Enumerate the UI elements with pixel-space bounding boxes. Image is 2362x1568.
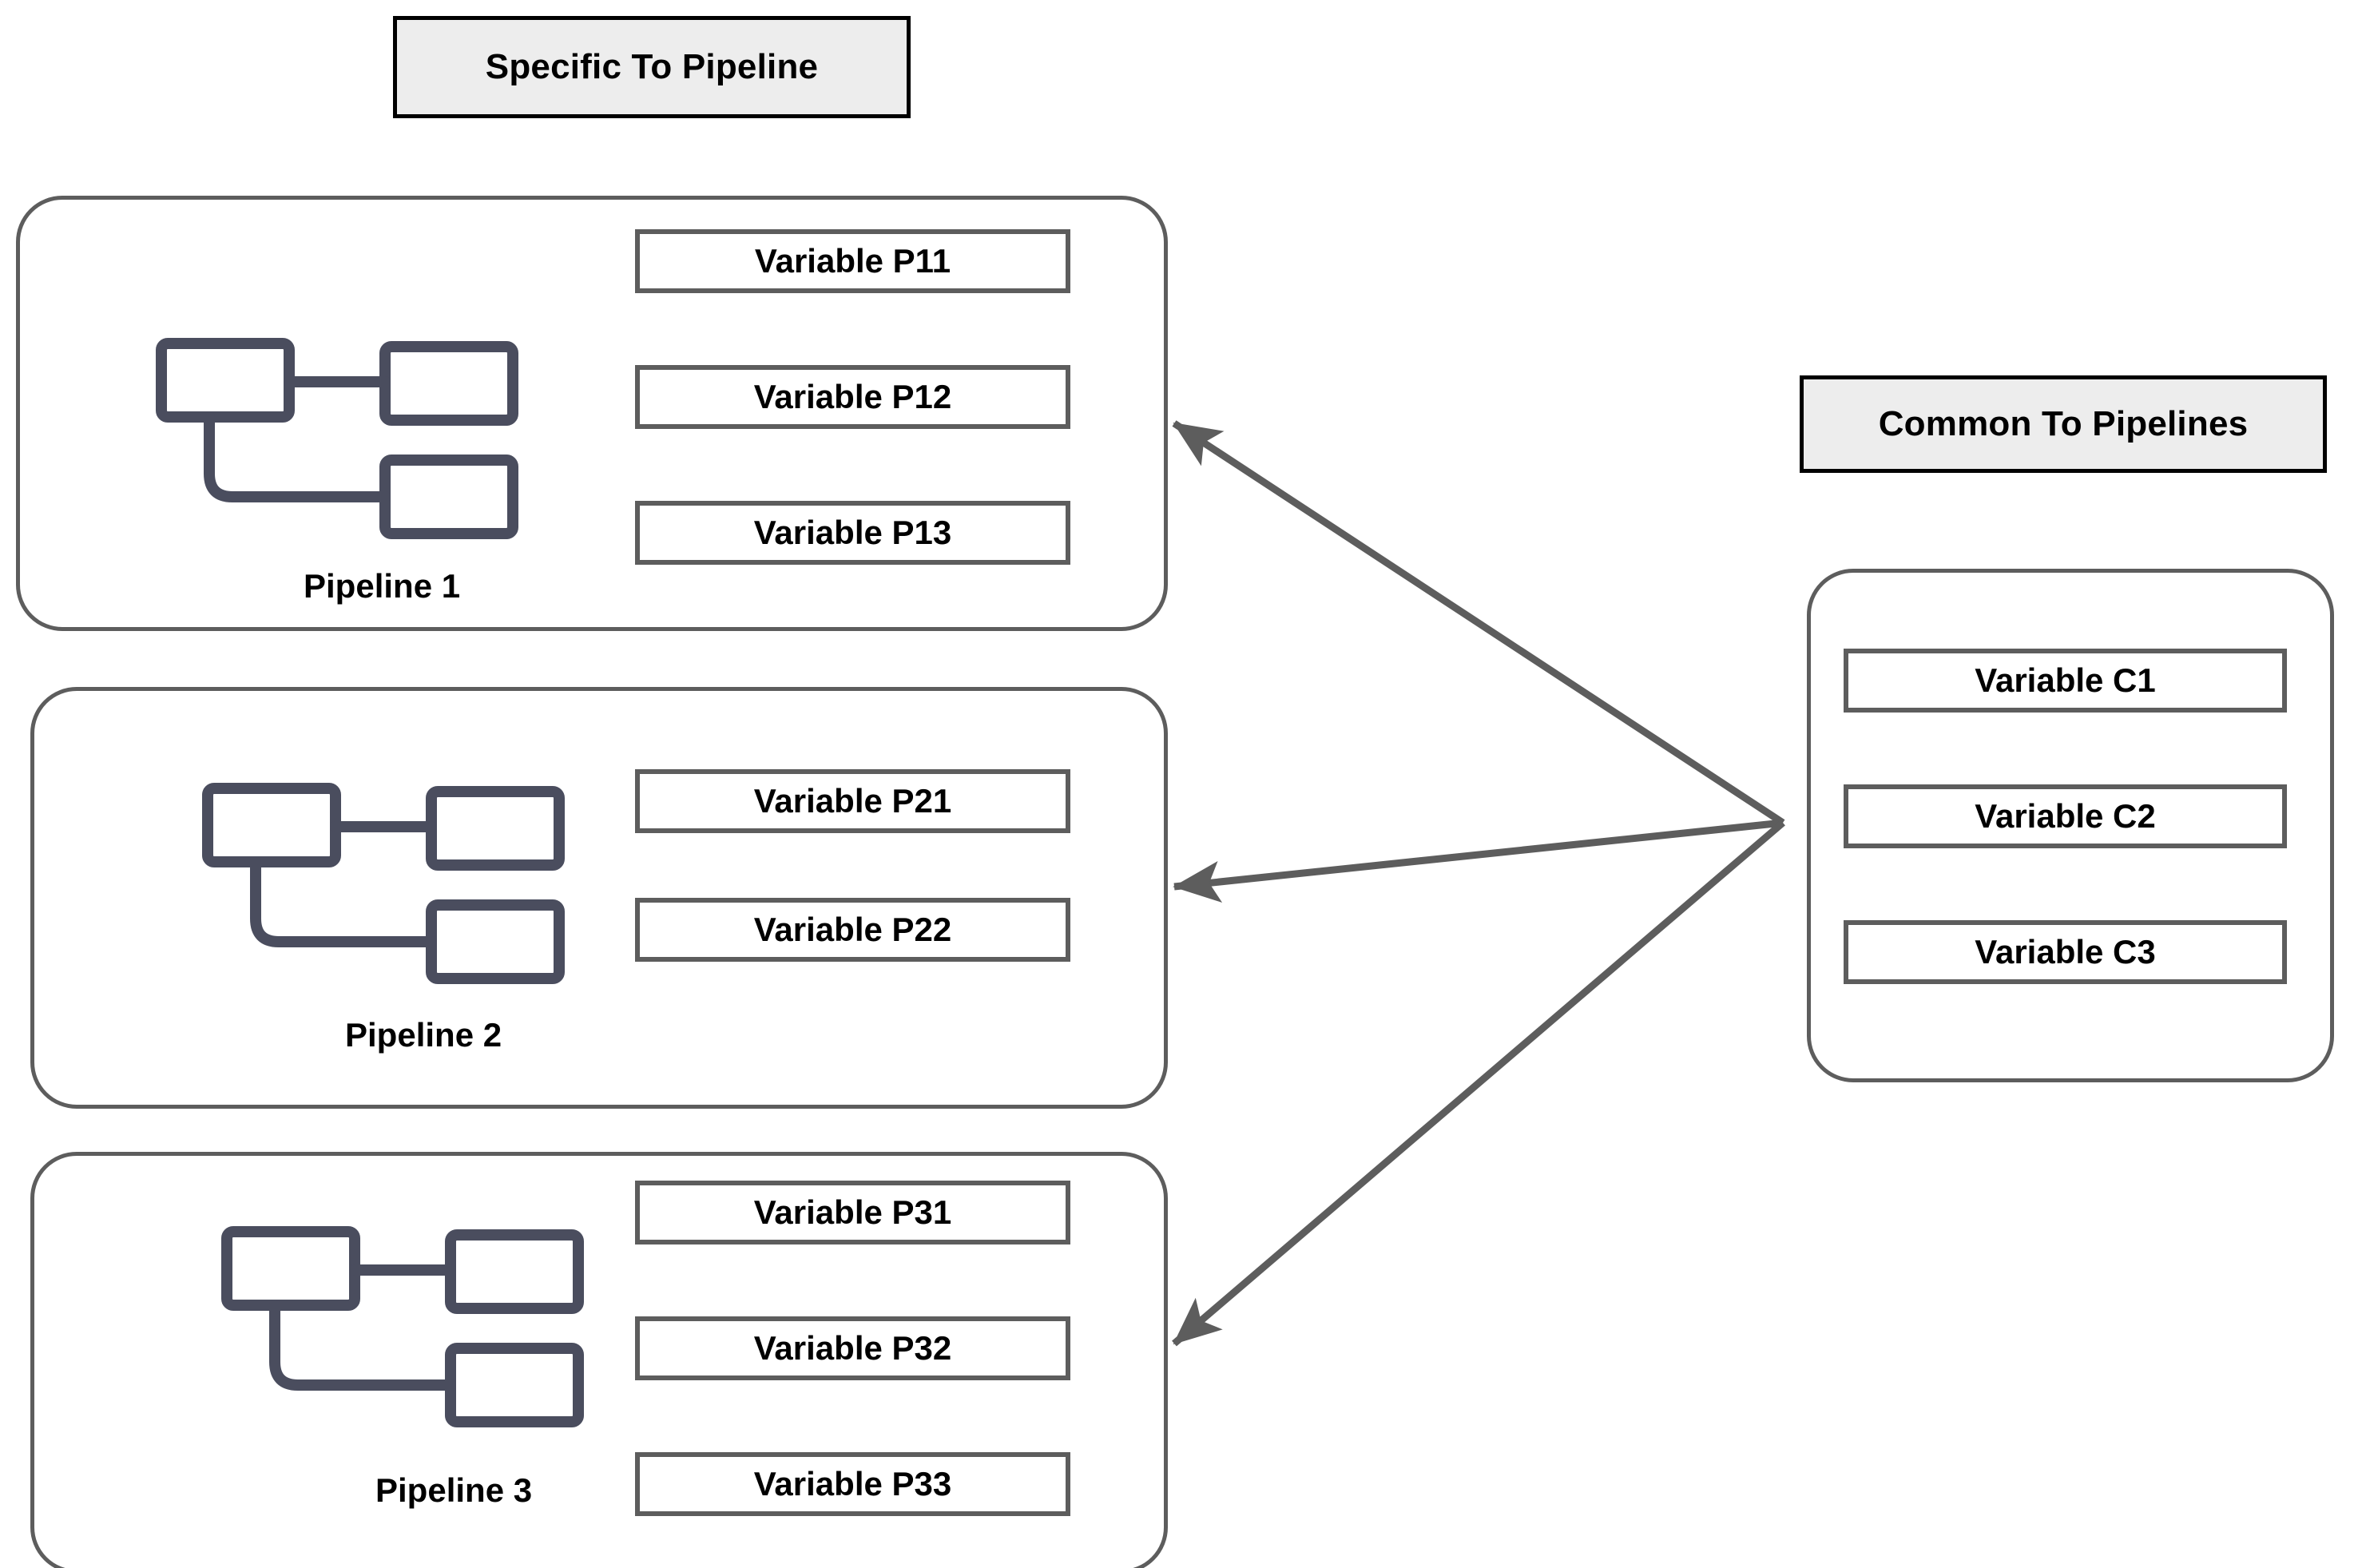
variable-box-p31[interactable]: Variable P31	[635, 1181, 1070, 1244]
variable-box-c3[interactable]: Variable C3	[1844, 920, 2287, 984]
pipeline-caption-2: Pipeline 2	[345, 1016, 502, 1054]
variable-box-p33[interactable]: Variable P33	[635, 1452, 1070, 1516]
variable-box-p12[interactable]: Variable P12	[635, 365, 1070, 429]
variable-box-p11[interactable]: Variable P11	[635, 229, 1070, 293]
variable-box-p21[interactable]: Variable P21	[635, 769, 1070, 833]
section-header-common-to-pipelines: Common To Pipelines	[1800, 375, 2327, 473]
arrow-common-to-pipeline-3	[1172, 820, 1785, 1347]
pipeline-caption-1: Pipeline 1	[304, 567, 461, 605]
arrow-common-to-pipeline-2	[1173, 819, 1784, 903]
sitemap-icon	[221, 1226, 584, 1427]
variable-box-p13[interactable]: Variable P13	[635, 501, 1070, 565]
variable-box-c2[interactable]: Variable C2	[1844, 784, 2287, 848]
variable-box-c1[interactable]: Variable C1	[1844, 649, 2287, 713]
sitemap-icon	[156, 338, 518, 539]
sitemap-icon	[202, 783, 565, 984]
section-header-specific-to-pipeline: Specific To Pipeline	[393, 16, 911, 118]
arrow-common-to-pipeline-1	[1172, 420, 1785, 826]
pipeline-caption-3: Pipeline 3	[375, 1471, 533, 1509]
variable-box-p22[interactable]: Variable P22	[635, 898, 1070, 962]
variable-box-p32[interactable]: Variable P32	[635, 1316, 1070, 1380]
